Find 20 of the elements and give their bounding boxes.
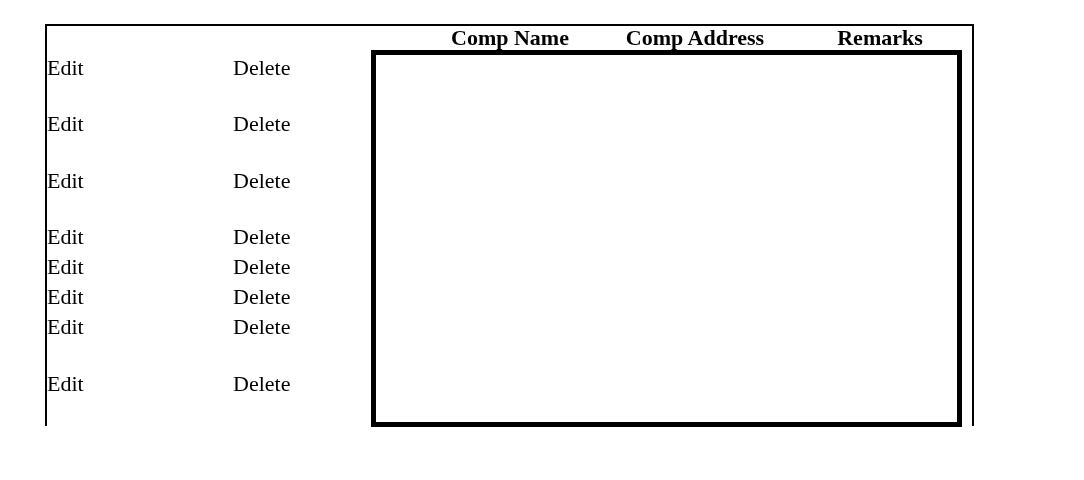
edit-link: Edit xyxy=(47,372,84,396)
table-frame xyxy=(371,50,962,427)
edit-link: Edit xyxy=(47,56,84,80)
edit-link: Edit xyxy=(47,225,84,249)
delete-link: Delete xyxy=(233,56,291,80)
edit-link: Edit xyxy=(47,315,84,339)
edit-link: Edit xyxy=(47,112,84,136)
column-header: Comp Address xyxy=(625,26,765,50)
delete-link: Delete xyxy=(233,169,291,193)
column-header: Comp Name xyxy=(451,26,569,50)
delete-link: Delete xyxy=(233,372,291,396)
edit-link: Edit xyxy=(47,169,84,193)
edit-link: Edit xyxy=(47,285,84,309)
delete-link: Delete xyxy=(233,255,291,279)
edit-link: Edit xyxy=(47,255,84,279)
column-header: Remarks xyxy=(837,26,923,50)
delete-link: Delete xyxy=(233,225,291,249)
delete-link: Delete xyxy=(233,315,291,339)
delete-link: Delete xyxy=(233,112,291,136)
delete-link: Delete xyxy=(233,285,291,309)
